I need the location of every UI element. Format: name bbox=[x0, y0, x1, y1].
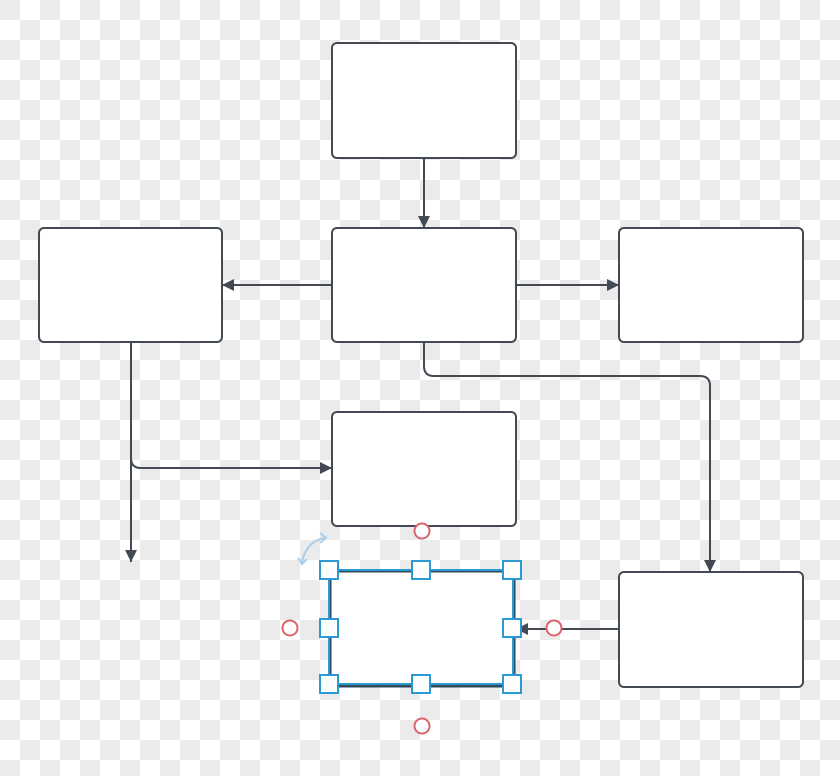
shape-center[interactable] bbox=[331, 227, 517, 343]
connector-left-middle-lower[interactable] bbox=[130, 342, 332, 474]
connection-point-left[interactable] bbox=[281, 619, 299, 637]
resize-handle-left[interactable] bbox=[319, 618, 339, 638]
rotate-arrow-icon bbox=[297, 532, 328, 566]
resize-handle-bottom[interactable] bbox=[411, 674, 431, 694]
shape-right[interactable] bbox=[618, 227, 804, 343]
shape-top[interactable] bbox=[331, 42, 517, 159]
resize-handle-bottom-right[interactable] bbox=[502, 674, 522, 694]
shape-bottom-right[interactable] bbox=[618, 571, 804, 688]
shape-selected[interactable] bbox=[328, 569, 516, 688]
resize-handle-right[interactable] bbox=[502, 618, 522, 638]
connection-point-top[interactable] bbox=[413, 522, 431, 540]
connector-center-bottom-right[interactable] bbox=[423, 342, 716, 572]
shape-middle-lower[interactable] bbox=[331, 411, 517, 527]
connection-point-bottom[interactable] bbox=[413, 717, 431, 735]
resize-handle-bottom-left[interactable] bbox=[319, 674, 339, 694]
resize-handle-top-left[interactable] bbox=[319, 560, 339, 580]
shape-left[interactable] bbox=[38, 227, 223, 343]
connection-point-right[interactable] bbox=[545, 619, 563, 637]
rotate-handle-icon[interactable] bbox=[301, 537, 325, 563]
resize-handle-top-right[interactable] bbox=[502, 560, 522, 580]
resize-handle-top[interactable] bbox=[411, 560, 431, 580]
